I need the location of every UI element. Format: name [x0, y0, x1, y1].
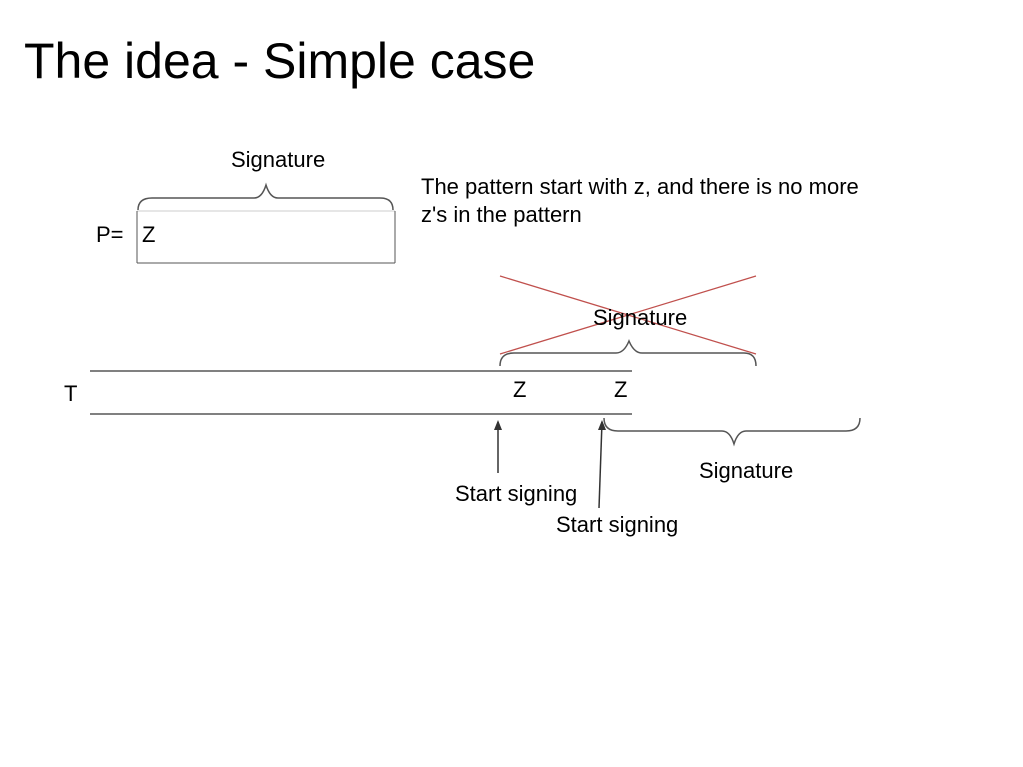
crossed-signature-brace — [499, 339, 757, 367]
text-z-char-1: Z — [513, 377, 527, 402]
pattern-first-char: Z — [142, 222, 156, 247]
pattern-box — [136, 210, 396, 264]
pattern-signature-brace — [137, 182, 394, 211]
text-z-char-2: Z — [614, 377, 628, 402]
start-signing-arrowhead-1 — [494, 420, 502, 430]
pattern-label: P= — [96, 222, 124, 247]
valid-signature-brace — [603, 417, 861, 447]
cross-line-2 — [499, 275, 757, 355]
slide-title: The idea - Simple case — [24, 33, 536, 89]
text-label: T — [64, 381, 78, 406]
pattern-signature-label: Signature — [231, 147, 326, 172]
start-signing-arrow-2 — [598, 421, 603, 509]
start-signing-label-2: Start signing — [556, 512, 679, 537]
valid-signature-label: Signature — [699, 458, 794, 483]
pattern-note: The pattern start with z, and there is n… — [421, 174, 859, 227]
crossed-signature-label: Signature — [593, 305, 688, 330]
start-signing-arrowhead-2 — [598, 420, 606, 430]
start-signing-label-1: Start signing — [455, 481, 578, 506]
